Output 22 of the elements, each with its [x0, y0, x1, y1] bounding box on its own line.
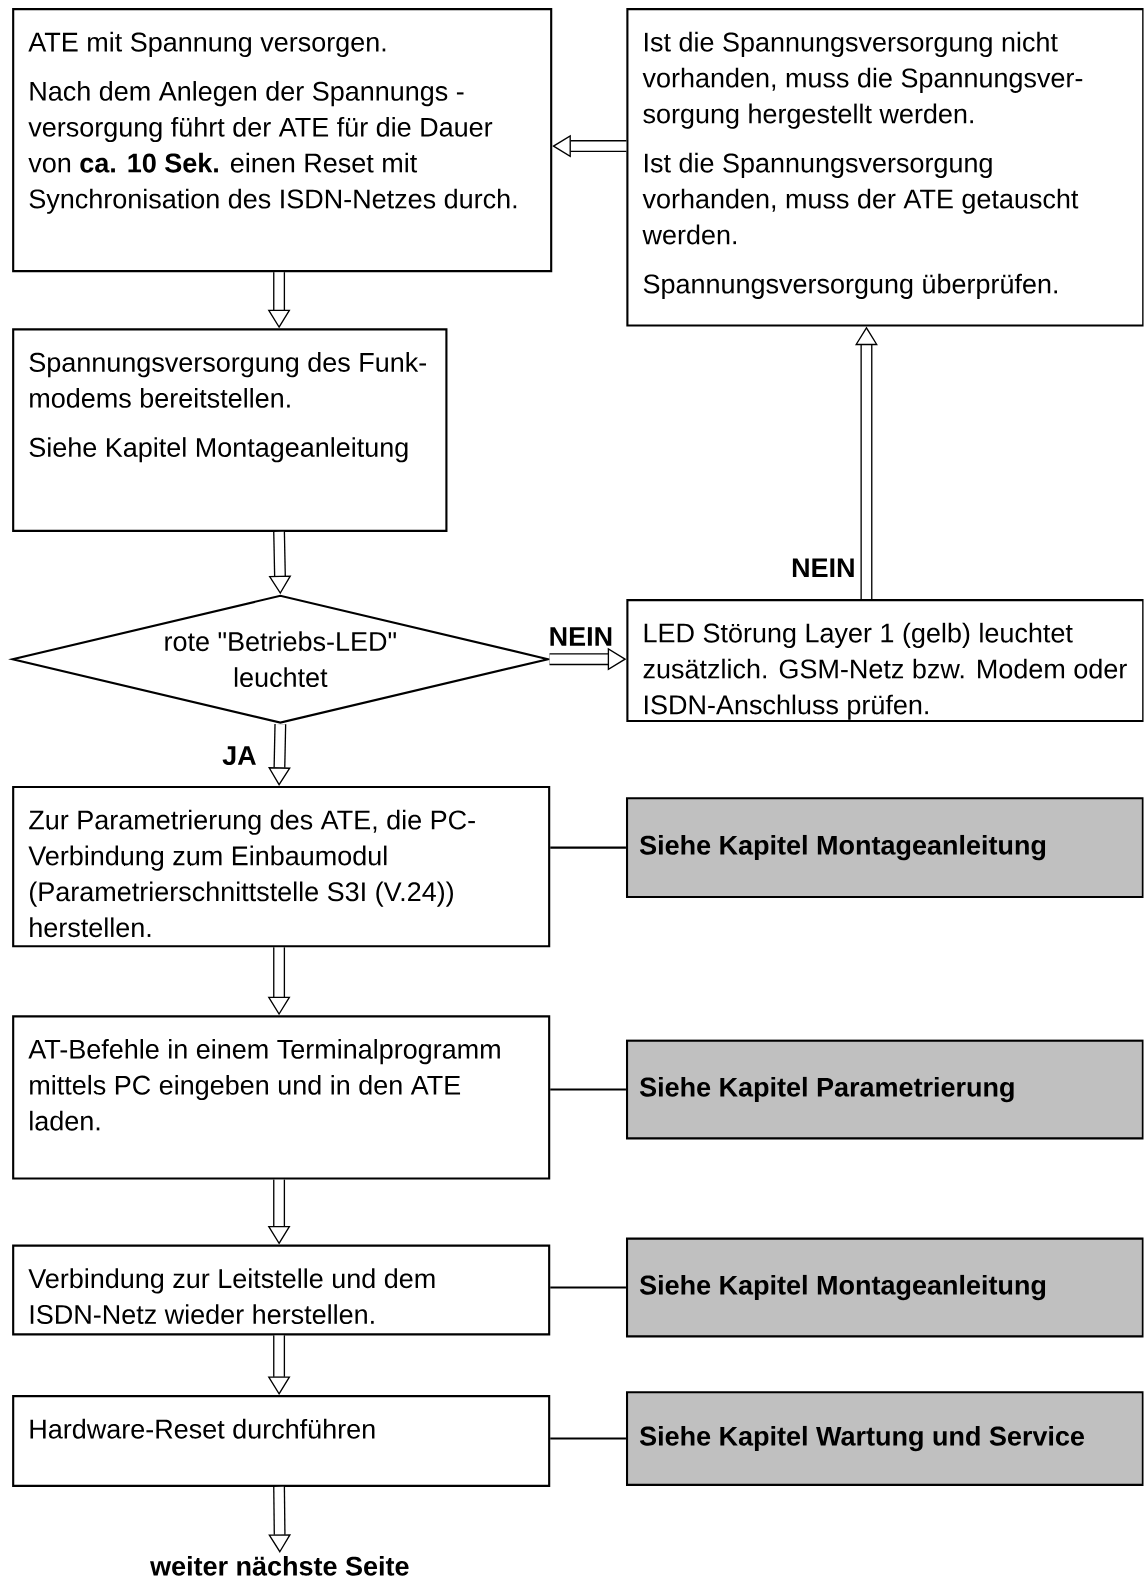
- process-box: Zur Parametrierung des ATE, die PC- Verbindung zum Einbaumodul (Parametrierschnittstelle S3I (V.24)) herstellen.: [12, 785, 551, 948]
- connector-line: [550, 1286, 627, 1289]
- connector-line: [550, 1437, 627, 1440]
- edge-label: NEIN: [793, 558, 854, 578]
- process-box: Ist die Spannungsversorgung nicht vorhanden, muss die Spannungsver- sorgung hergestellt werden. Ist die Spannungsversorgung vorhanden, muss der ATE getauscht werden. Spannungsversorgung überprüfen.: [626, 8, 1144, 327]
- edge-label: JA: [222, 746, 257, 766]
- connector-line: [550, 1088, 627, 1091]
- reference-box: Siehe Kapitel Montageanleitung: [626, 1237, 1144, 1338]
- process-box: LED Störung Layer 1 (gelb) leuchtet zusätzlich. GSM-Netz bzw. Modem oder ISDN-Anschluss prüfen.: [626, 599, 1144, 723]
- reference-box: Siehe Kapitel Wartung und Service: [626, 1391, 1144, 1486]
- continuation-text: weiter nächste Seite: [150, 1555, 409, 1576]
- process-box: Hardware-Reset durchführen: [12, 1395, 551, 1487]
- process-box: Spannungsversorgung des Funk- modems bereitstellen. Siehe Kapitel Montageanleitung: [12, 328, 448, 532]
- hollow-arrow: [268, 723, 292, 786]
- connector-line: [550, 846, 627, 849]
- process-box: Verbindung zur Leitstelle und dem ISDN-Netz wieder herstellen.: [12, 1244, 551, 1336]
- reference-box: Siehe Kapitel Parametrierung: [626, 1039, 1144, 1140]
- edge-label: NEIN: [550, 627, 612, 646]
- process-box: ATE mit Spannung versorgen. Nach dem Anlegen der Spannungs - versorgung führt der ATE für die Dauer von ca. 10 Sek. einen Reset mit Synchronisation des ISDN-Netzes durch.: [12, 8, 553, 273]
- hollow-arrow: [268, 1486, 292, 1553]
- reference-box: Siehe Kapitel Montageanleitung: [626, 797, 1144, 898]
- process-box: AT-Befehle in einem Terminalprogramm mittels PC eingeben und in den ATE laden.: [12, 1015, 551, 1180]
